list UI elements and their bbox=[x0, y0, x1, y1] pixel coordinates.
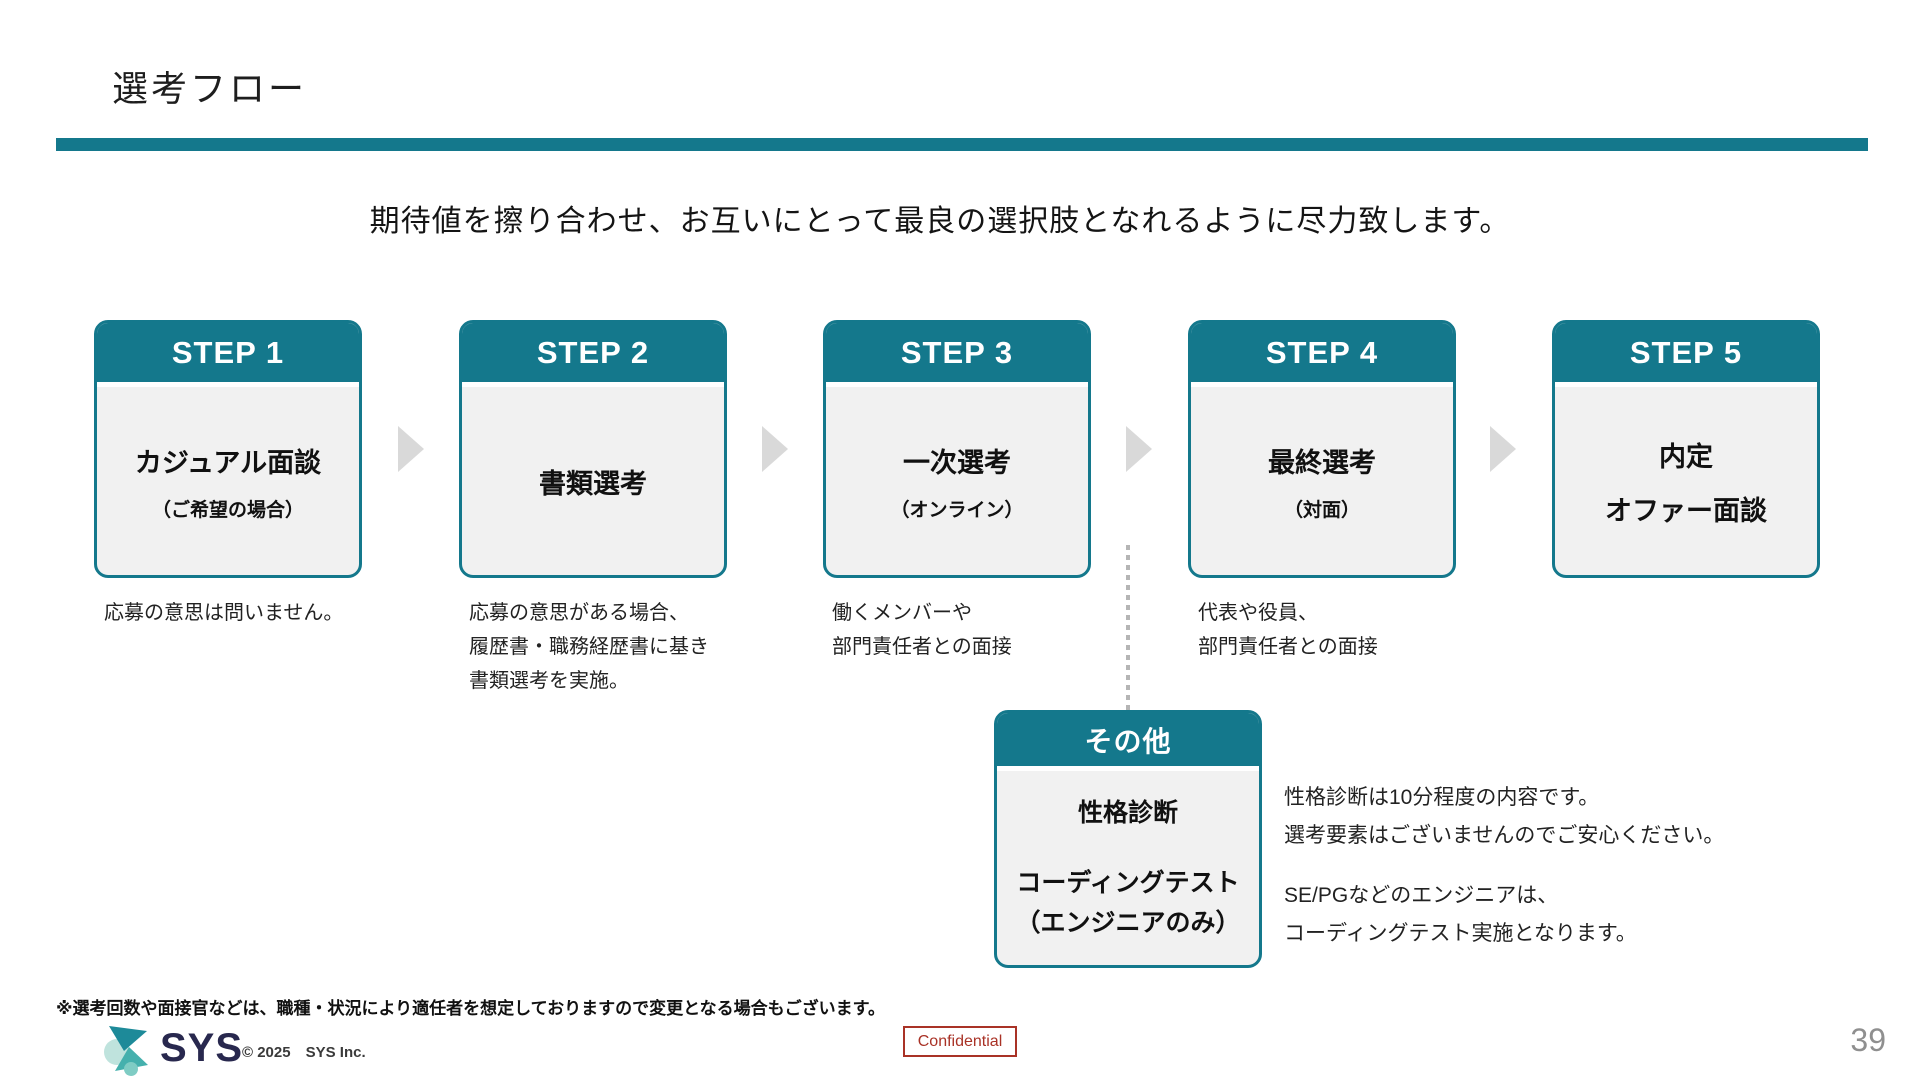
confidential-badge: Confidential bbox=[903, 1026, 1017, 1057]
step-card-5: STEP 5 内定 オファー面談 bbox=[1552, 320, 1820, 578]
description-line: 部門責任者との面接 bbox=[1198, 636, 1378, 658]
other-item-coding-test: コーディングテスト （エンジニアのみ） bbox=[1015, 863, 1240, 943]
step-2-description: 応募の意思がある場合、 履歴書・職務経歴書に基き 書類選考を実施。 bbox=[469, 596, 709, 698]
description-line: 応募の意思がある場合、 bbox=[469, 602, 689, 624]
other-note-1: 性格診断は10分程度の内容です。 選考要素はございませんのでご安心ください。 bbox=[1284, 779, 1724, 855]
step-1-title: カジュアル面談 bbox=[134, 447, 322, 478]
description-line: 部門責任者との面接 bbox=[832, 636, 1012, 658]
step-card-4: STEP 4 最終選考 （対面） bbox=[1188, 320, 1456, 578]
description-line: 履歴書・職務経歴書に基き bbox=[469, 636, 709, 658]
page-number: 39 bbox=[1850, 1022, 1886, 1058]
other-notes: 性格診断は10分程度の内容です。 選考要素はございませんのでご安心ください。 S… bbox=[1284, 779, 1724, 953]
step-2-header: STEP 2 bbox=[462, 323, 724, 387]
step-2-title: 書類選考 bbox=[539, 468, 647, 499]
other-card-body: 性格診断 コーディングテスト （エンジニアのみ） bbox=[997, 771, 1259, 965]
step-3-title: 一次選考 bbox=[903, 447, 1011, 478]
step-1-subtitle: （ご希望の場合） bbox=[151, 499, 304, 521]
step-1-header: STEP 1 bbox=[97, 323, 359, 387]
note-line: 選考要素はございませんのでご安心ください。 bbox=[1284, 824, 1725, 847]
step-5-body: 内定 オファー面談 bbox=[1555, 387, 1817, 575]
sys-logo-text: SYS bbox=[160, 1026, 244, 1070]
step-5-title: 内定 bbox=[1659, 441, 1713, 472]
step-4-subtitle: （対面） bbox=[1283, 499, 1360, 521]
description-line: 書類選考を実施。 bbox=[469, 670, 629, 692]
copyright-text: © 2025 SYS Inc. bbox=[242, 1044, 366, 1061]
step-4-header: STEP 4 bbox=[1191, 323, 1453, 387]
other-card: その他 性格診断 コーディングテスト （エンジニアのみ） bbox=[994, 710, 1262, 968]
note-line: SE/PGなどのエンジニアは、 bbox=[1284, 884, 1559, 907]
description-line: 代表や役員、 bbox=[1198, 602, 1318, 624]
arrow-right-icon bbox=[762, 426, 788, 472]
step-5-header: STEP 5 bbox=[1555, 323, 1817, 387]
step-card-1: STEP 1 カジュアル面談 （ご希望の場合） bbox=[94, 320, 362, 578]
note-line: コーディングテスト実施となります。 bbox=[1284, 922, 1637, 945]
footer-disclaimer: ※選考回数や面接官などは、職種・状況により適任者を想定しておりますので変更となる… bbox=[56, 999, 885, 1018]
dotted-connector-line bbox=[1126, 545, 1130, 711]
coding-test-note: （エンジニアのみ） bbox=[1015, 909, 1241, 937]
arrow-right-icon bbox=[1490, 426, 1516, 472]
other-note-2: SE/PGなどのエンジニアは、 コーディングテスト実施となります。 bbox=[1284, 877, 1724, 953]
arrow-right-icon bbox=[398, 426, 424, 472]
step-3-description: 働くメンバーや 部門責任者との面接 bbox=[832, 596, 1012, 664]
step-card-3: STEP 3 一次選考 （オンライン） bbox=[823, 320, 1091, 578]
step-2-body: 書類選考 bbox=[462, 387, 724, 575]
step-card-2: STEP 2 書類選考 bbox=[459, 320, 727, 578]
step-3-subtitle: （オンライン） bbox=[890, 499, 1024, 521]
description-line: 働くメンバーや bbox=[832, 602, 972, 624]
other-item-personality: 性格診断 bbox=[1077, 799, 1178, 827]
note-line: 性格診断は10分程度の内容です。 bbox=[1284, 786, 1600, 809]
other-card-header: その他 bbox=[997, 713, 1259, 771]
lead-text: 期待値を擦り合わせ、お互いにとって最良の選択肢となれるように尽力致します。 bbox=[369, 205, 1511, 238]
page-title: 選考フロー bbox=[112, 68, 308, 109]
step-5-title-line2: オファー面談 bbox=[1605, 495, 1767, 526]
step-4-body: 最終選考 （対面） bbox=[1191, 387, 1453, 575]
step-1-description: 応募の意思は問いません。 bbox=[104, 596, 343, 630]
step-3-header: STEP 3 bbox=[826, 323, 1088, 387]
title-divider bbox=[56, 138, 1868, 151]
sys-logo-icon bbox=[104, 1026, 148, 1076]
step-4-title: 最終選考 bbox=[1268, 447, 1376, 478]
arrow-right-icon bbox=[1126, 426, 1152, 472]
step-4-description: 代表や役員、 部門責任者との面接 bbox=[1198, 596, 1378, 664]
description-line: 応募の意思は問いません。 bbox=[104, 602, 344, 624]
coding-test-line: コーディングテスト bbox=[1016, 869, 1240, 897]
step-3-body: 一次選考 （オンライン） bbox=[826, 387, 1088, 575]
step-1-body: カジュアル面談 （ご希望の場合） bbox=[97, 387, 359, 575]
